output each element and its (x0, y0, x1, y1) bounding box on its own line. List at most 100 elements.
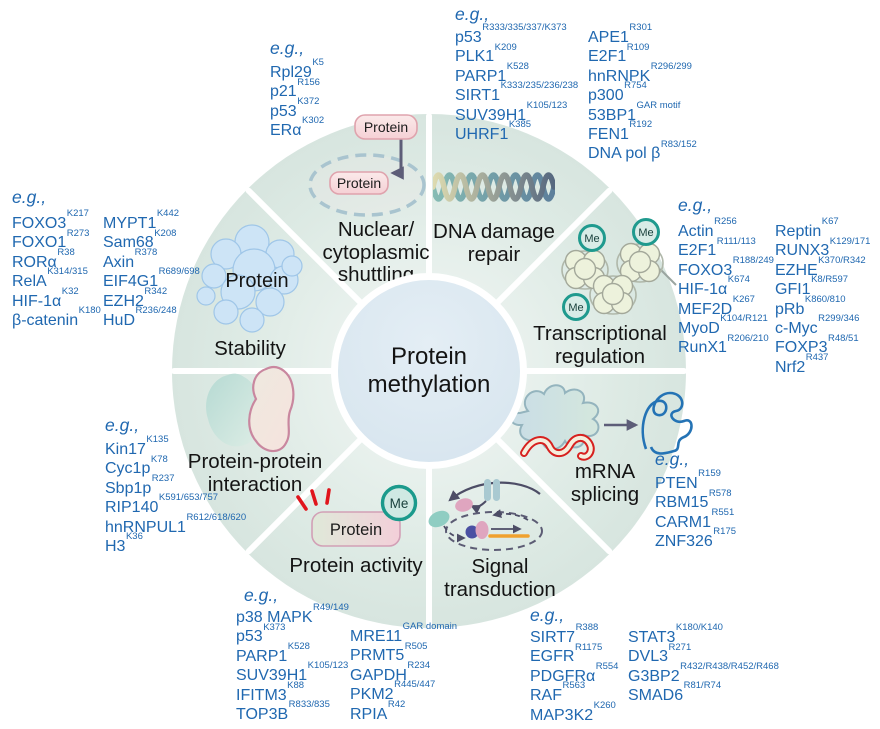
eg-label: e.g., (12, 187, 47, 207)
protein-item: G3BP2R432/R438/R452/R468 (628, 660, 779, 685)
tf-pink (475, 521, 489, 539)
protein-item: FOXO1R273 (12, 227, 90, 252)
spliceosome-blob (510, 384, 600, 451)
eg-label: e.g., (105, 415, 140, 435)
center-hub: Protein methylation (331, 273, 527, 469)
protein-item: c-MycR299/346 (775, 313, 860, 338)
nucleus-protein-label: Protein (337, 175, 381, 191)
nucleus-dashed-ellipse (445, 511, 543, 551)
protein-item: CARM1R551 (655, 506, 735, 531)
protein-item: RUNX3K129/171 (775, 235, 871, 260)
protein-item: EIF4G1R689/698 (103, 266, 200, 291)
activity-spark-dashes (296, 488, 331, 511)
kinase-teal (428, 510, 450, 528)
section-label-mrna: mRNA splicing (570, 460, 640, 506)
protein-item: MAP3K2K260 (530, 699, 616, 724)
protein-item: STAT3K180/K140 (628, 622, 723, 646)
eg-label: e.g., (678, 195, 713, 215)
protein-item: SIRT1K333/235/236/238 (455, 80, 579, 105)
protein-item: RunX1R206/210 (678, 332, 769, 357)
partner-blob-pink (248, 365, 295, 453)
protein-item: ZNF326R175 (655, 526, 737, 551)
protein-item: EGFRR1175 (530, 641, 603, 666)
dna-helix-icon (433, 172, 555, 202)
import-arrow (390, 139, 404, 180)
signal-transduction-icon (428, 479, 543, 551)
eg-label: e.g., (244, 585, 279, 605)
section-label-stability: Stability (214, 337, 286, 360)
protein-item: GFI1K8/R597 (775, 274, 849, 299)
protein-item: DNA pol βR83/152 (588, 138, 697, 163)
protein-item: PDGFRαR554 (530, 660, 619, 685)
protein-item: SUV39H1K105/123 (236, 660, 349, 685)
protein-item: SIRT7R388 (530, 622, 599, 646)
eg-label: e.g., (270, 38, 305, 58)
protein-item: pRbK860/810 (775, 293, 846, 318)
protein-item: FOXO3R188/249 (678, 254, 774, 279)
protein-item: FOXO3K217 (12, 208, 89, 232)
protein-item: Kin17K135 (105, 434, 169, 458)
section-label-ppi: Protein-protein interaction (187, 450, 323, 496)
protein-item: RPIAR42 (350, 698, 406, 723)
protein-item: FOXP3R48/51 (775, 332, 859, 357)
protein-item: RORαR38 (12, 246, 75, 271)
me-badges: Me Me Me (562, 218, 660, 321)
protein-item: 53BP1GAR motif (588, 99, 681, 124)
section-label-signal: Signal transduction (444, 555, 556, 601)
eg-label: e.g., (655, 449, 690, 469)
section-label-activity: Protein activity (289, 554, 423, 577)
protein-item: HIF-1αK674 (678, 274, 750, 299)
protein-item: UHRF1K385 (455, 119, 532, 144)
me-badge-label: Me (390, 496, 409, 511)
protein-item: H3K36 (105, 531, 143, 556)
protein-item: RelAK314/315 (12, 266, 88, 291)
protein-item: p38 MAPKR49/149 (236, 602, 349, 626)
cytoplasm-protein-box (354, 114, 418, 140)
protein-item: SUV39H1K105/123 (455, 99, 568, 124)
cytoplasm-protein-label: Protein (364, 119, 408, 135)
mrna-splicing-icon (510, 384, 693, 461)
protein-item: p53R333/335/337/K373 (455, 22, 567, 46)
nucleosome-icon: Me Me Me (561, 218, 677, 321)
receptor-lobe (493, 479, 500, 501)
protein-item: ActinR256 (678, 216, 737, 240)
protein-item: PTENR159 (655, 468, 721, 492)
section-label-dna-repair: DNA damage repair (433, 220, 555, 266)
me-badge-label: Me (568, 302, 583, 314)
protein-item: SMAD6R81/R74 (628, 680, 722, 705)
protein-item: PARP1K528 (455, 60, 529, 85)
protein-item: HIF-1αK32 (12, 285, 79, 310)
me-badge-label: Me (584, 233, 599, 245)
protein-item: PARP1K528 (236, 640, 310, 665)
protein-item: Cyc1pK78 (105, 453, 168, 478)
me-badge (380, 484, 418, 522)
eg-label: e.g., (455, 4, 490, 24)
protein-item: MYPT1K442 (103, 208, 180, 232)
protein-item: Rpl29K5 (270, 57, 324, 81)
pre-mrna-ribbon-fill (522, 435, 593, 459)
protein-box (311, 511, 401, 547)
dna-strand-front (433, 172, 555, 202)
nucleus-protein-box (329, 171, 389, 195)
nuclear-shuttling-icon: Protein Protein (308, 114, 426, 217)
protein-item: MRE11GAR domain (350, 621, 458, 645)
protein-item: MyoDK104/R121 (678, 313, 768, 338)
protein-item: Sam68K208 (103, 227, 177, 252)
protein-item: hnRNPKR296/299 (588, 60, 692, 85)
protein-item: EZH2R342 (103, 285, 168, 310)
